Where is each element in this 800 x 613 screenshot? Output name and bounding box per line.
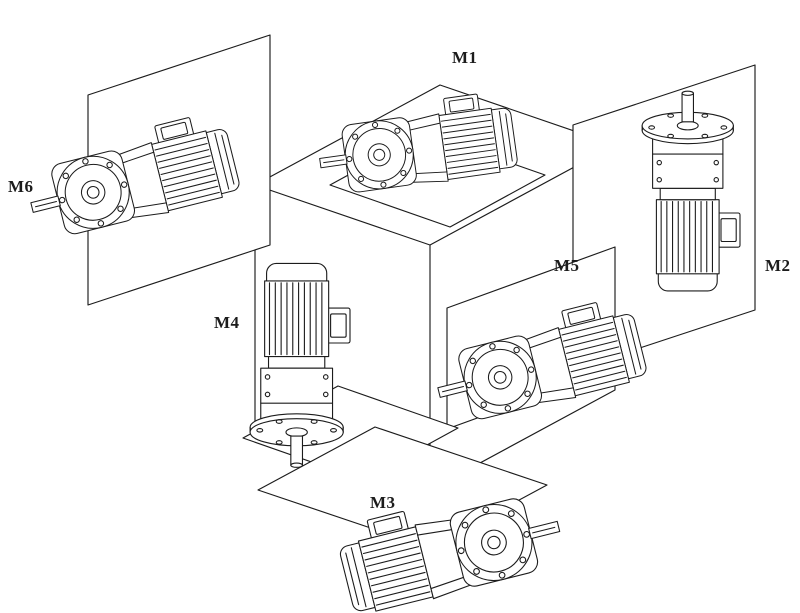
label-m6: M6	[8, 177, 34, 196]
label-m1: M1	[452, 48, 478, 67]
label-m2: M2	[765, 256, 791, 275]
gearmotor-m4	[249, 262, 351, 468]
label-m4: M4	[214, 313, 240, 332]
label-m3: M3	[370, 493, 396, 512]
label-m5: M5	[554, 256, 580, 275]
